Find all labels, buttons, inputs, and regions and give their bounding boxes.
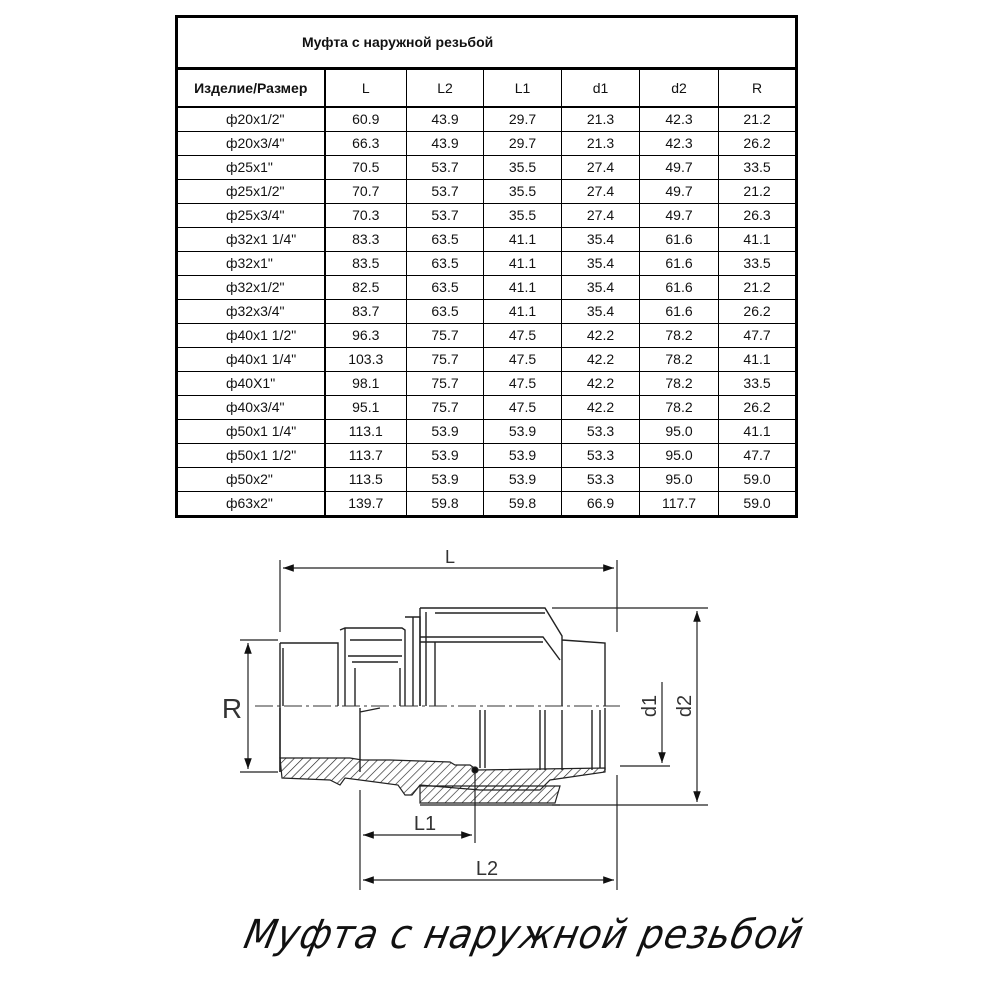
cell-l: 113.7 (324, 443, 407, 468)
label-L: L (445, 547, 455, 567)
cell-size: ф32x1/2" (176, 275, 326, 300)
column-header-product: Изделие/Размер (176, 68, 326, 108)
cell-r: 21.2 (717, 275, 798, 300)
label-d1: d1 (639, 695, 661, 717)
cell-r: 33.5 (717, 371, 798, 396)
cell-l2: 75.7 (406, 323, 484, 348)
column-header-r: R (717, 68, 798, 108)
cell-l: 70.7 (324, 179, 407, 204)
cell-d1: 27.4 (561, 203, 640, 228)
fitting-outline (279, 607, 606, 772)
cell-r: 21.2 (717, 179, 798, 204)
cell-l1: 41.1 (483, 251, 562, 276)
cell-size: ф25x1/2" (176, 179, 326, 204)
cell-d2: 49.7 (639, 179, 719, 204)
cell-d2: 49.7 (639, 203, 719, 228)
cell-l: 113.5 (324, 467, 407, 492)
cell-d1: 27.4 (561, 155, 640, 180)
cell-d1: 21.3 (561, 106, 640, 132)
cell-d1: 42.2 (561, 347, 640, 372)
cell-l2: 59.8 (406, 491, 484, 517)
cell-l2: 75.7 (406, 395, 484, 420)
cell-size: ф40x1 1/2" (176, 323, 326, 348)
cell-d1: 66.9 (561, 491, 640, 517)
cell-r: 59.0 (717, 491, 798, 517)
cell-d1: 42.2 (561, 323, 640, 348)
cell-size: ф20x3/4" (176, 131, 326, 156)
cell-l1: 29.7 (483, 131, 562, 156)
cell-r: 33.5 (717, 155, 798, 180)
cell-size: ф40X1" (176, 371, 326, 396)
cell-l: 103.3 (324, 347, 407, 372)
cell-d2: 61.6 (639, 251, 719, 276)
cell-l1: 35.5 (483, 203, 562, 228)
dimension-labels: L R L1 L2 d1 d2 (222, 547, 696, 880)
label-L1: L1 (414, 813, 436, 835)
cell-d1: 53.3 (561, 443, 640, 468)
drawing-caption: Муфта с наружной резьбой (240, 912, 809, 958)
hatched-section (279, 757, 606, 806)
cell-r: 26.2 (717, 131, 798, 156)
cell-l2: 75.7 (406, 371, 484, 396)
cell-d2: 61.6 (639, 275, 719, 300)
label-R: R (222, 693, 242, 724)
label-L2: L2 (476, 858, 498, 880)
cell-l: 83.3 (324, 227, 407, 252)
table-title: Муфта с наружной резьбой (175, 16, 798, 70)
cell-d1: 35.4 (561, 299, 640, 324)
cell-r: 26.3 (717, 203, 798, 228)
column-header-d2: d2 (639, 68, 719, 108)
cell-l2: 63.5 (406, 275, 484, 300)
label-d2: d2 (674, 695, 696, 717)
cell-l: 139.7 (324, 491, 407, 517)
cell-d2: 61.6 (639, 299, 719, 324)
cell-d2: 117.7 (639, 491, 719, 517)
cell-l2: 63.5 (406, 227, 484, 252)
column-header-l2: L2 (406, 68, 484, 108)
cell-l1: 41.1 (483, 227, 562, 252)
cell-l1: 53.9 (483, 467, 562, 492)
cell-size: ф63x2" (176, 491, 326, 517)
cell-r: 41.1 (717, 419, 798, 444)
cell-l1: 47.5 (483, 395, 562, 420)
cell-l: 60.9 (324, 106, 407, 132)
cell-l: 82.5 (324, 275, 407, 300)
cell-l: 70.5 (324, 155, 407, 180)
cell-d1: 53.3 (561, 467, 640, 492)
cell-d2: 78.2 (639, 347, 719, 372)
cell-r: 26.2 (717, 299, 798, 324)
cell-size: ф50x1 1/2" (176, 443, 326, 468)
cell-l2: 43.9 (406, 131, 484, 156)
cell-r: 41.1 (717, 347, 798, 372)
cell-l2: 53.9 (406, 419, 484, 444)
cell-r: 47.7 (717, 443, 798, 468)
dimension-lines (240, 560, 708, 890)
cell-r: 41.1 (717, 227, 798, 252)
cell-size: ф40x1 1/4" (176, 347, 326, 372)
cell-l: 98.1 (324, 371, 407, 396)
cell-l1: 47.5 (483, 323, 562, 348)
cell-d2: 42.3 (639, 106, 719, 132)
cell-l1: 41.1 (483, 275, 562, 300)
cell-size: ф32x1 1/4" (176, 227, 326, 252)
